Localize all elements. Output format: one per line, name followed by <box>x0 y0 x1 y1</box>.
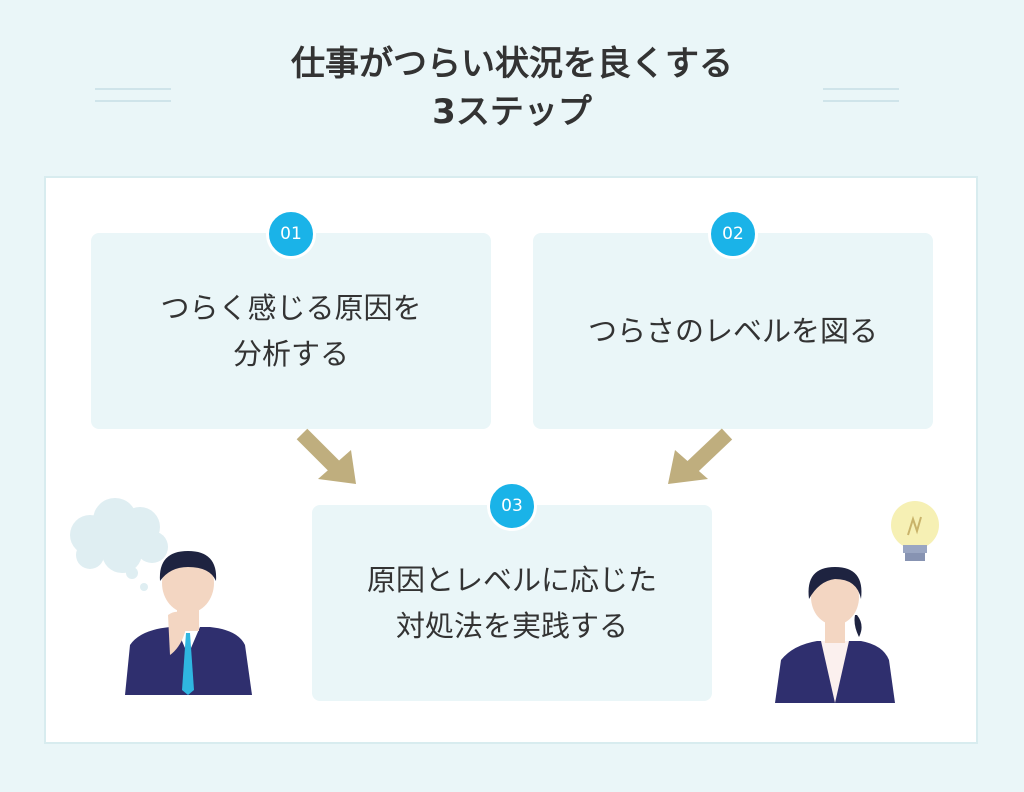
lightbulb-icon <box>870 485 960 575</box>
step-number-badge-3: 03 <box>487 481 537 531</box>
step-3-line-2: 対処法を実践する <box>395 609 628 643</box>
step-1-line-1: つらく感じる原因を <box>160 291 422 325</box>
step-box-3: 原因とレベルに応じた 対処法を実践する <box>312 505 712 701</box>
step-number-badge-1: 01 <box>266 209 316 259</box>
step-box-2: つらさのレベルを図る <box>533 233 933 429</box>
arrow-step1-to-step3 <box>296 428 356 484</box>
title-line-2: 3ステップ <box>432 92 592 132</box>
title-line-1: 仕事がつらい状況を良くする <box>291 44 733 84</box>
thought-cloud-icon <box>70 498 168 591</box>
title-decoration-left <box>95 88 171 112</box>
thinking-man-figure <box>70 498 252 695</box>
woman-figure <box>775 485 960 703</box>
step-box-1: つらく感じる原因を 分析する <box>91 233 491 429</box>
step-1-line-2: 分析する <box>232 337 349 371</box>
step-number-badge-2: 02 <box>708 209 758 259</box>
title-decoration-right <box>823 88 899 112</box>
page-title: 仕事がつらい状況を良くする 3ステップ <box>0 40 1024 136</box>
step-3-line-1: 原因とレベルに応じた <box>366 563 657 597</box>
step-2-line-1: つらさのレベルを図る <box>587 314 878 348</box>
arrow-step2-to-step3 <box>668 428 733 484</box>
